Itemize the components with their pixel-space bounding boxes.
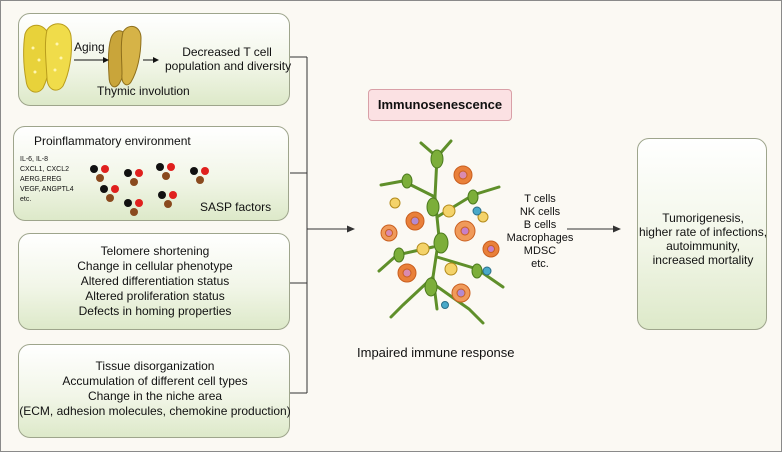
cell-type-item: Macrophages — [506, 232, 574, 244]
factor-item: AERG,EREG — [20, 176, 62, 183]
cellular-change-item: Altered proliferation status — [85, 289, 225, 303]
orange-cells — [380, 165, 500, 303]
dot-cluster — [100, 185, 119, 202]
cell-type-item: B cells — [523, 219, 557, 231]
sasp-factor-list: IL-6, IL-8 CXCL1, CXCL2 AERG,EREG VEGF, … — [20, 155, 74, 205]
outcome-item: Tumorigenesis, — [662, 211, 744, 225]
tissue-change-item: Change in the niche area — [87, 389, 223, 403]
cellular-change-item: Altered differentiation status — [80, 274, 230, 288]
tissue-change-item: Tissue disorganization — [95, 359, 215, 373]
proinflammatory-panel: Proinflammatory environment IL-6, IL-8 C… — [13, 126, 289, 221]
decreased-t-cell-text: Decreased T cell population and diversit… — [165, 45, 292, 73]
yellow-cells — [389, 197, 489, 276]
thymus-illustration — [23, 23, 159, 93]
tissue-change-item: (ECM, adhesion molecules, chemokine prod… — [19, 404, 291, 418]
immune-cell-cluster — [377, 139, 505, 325]
cell-type-item: NK cells — [519, 206, 561, 218]
green-cells — [393, 149, 483, 297]
thymic-involution-panel: Aging Decreased T cell population and di… — [18, 13, 292, 106]
outcome-item: higher rate of infections, — [638, 225, 768, 239]
cell-type-item: MDSC — [523, 245, 557, 257]
outcome-panel: Tumorigenesis, higher rate of infections… — [637, 138, 767, 330]
thymic-involution-caption: Thymic involution — [97, 84, 190, 98]
immune-cell-types-list: T cells NK cells B cells Macrophages MDS… — [505, 193, 575, 271]
factor-item: IL-6, IL-8 — [20, 156, 49, 163]
cellular-change-item: Telomere shortening — [100, 244, 210, 258]
dot-cluster — [156, 163, 175, 180]
cellular-changes-list: Telomere shortening Change in cellular p… — [19, 244, 291, 319]
immunosenescence-title: Immunosenescence — [368, 89, 512, 121]
dendritic-branches — [377, 139, 505, 325]
tissue-disorganization-panel: Tissue disorganization Accumulation of d… — [18, 344, 291, 438]
dot-cluster — [158, 191, 177, 208]
cellular-change-item: Defects in homing properties — [78, 304, 232, 318]
dot-cluster — [124, 169, 143, 186]
factor-item: VEGF, ANGPTL4 — [20, 186, 74, 193]
cellular-change-item: Change in cellular phenotype — [77, 259, 233, 273]
outcome-list: Tumorigenesis, higher rate of infections… — [634, 211, 772, 267]
cell-type-item: etc. — [531, 258, 549, 270]
impaired-immune-response-caption: Impaired immune response — [357, 345, 515, 360]
dot-cluster — [190, 167, 209, 184]
decrease-line-1: Decreased T cell — [182, 45, 272, 59]
proinflammatory-title: Proinflammatory environment — [34, 134, 191, 148]
decrease-line-2: population and diversity — [165, 59, 292, 73]
cell-type-item: T cells — [524, 193, 556, 205]
factor-item: CXCL1, CXCL2 — [20, 166, 70, 173]
dot-cluster — [124, 199, 143, 216]
dot-cluster — [90, 165, 109, 182]
tissue-changes-list: Tissue disorganization Accumulation of d… — [19, 359, 291, 419]
sasp-factors-label: SASP factors — [200, 200, 272, 214]
blue-cells — [441, 206, 492, 309]
young-thymus-icon — [23, 23, 72, 93]
tissue-change-item: Accumulation of different cell types — [62, 374, 248, 388]
aged-thymus-icon — [107, 25, 142, 88]
outcome-item: autoimmunity, — [666, 239, 740, 253]
factor-item: etc. — [20, 196, 32, 203]
cellular-changes-panel: Telomere shortening Change in cellular p… — [18, 233, 290, 330]
sasp-molecule-dots — [90, 163, 209, 216]
aging-label: Aging — [74, 40, 105, 54]
outcome-item: increased mortality — [652, 253, 754, 267]
